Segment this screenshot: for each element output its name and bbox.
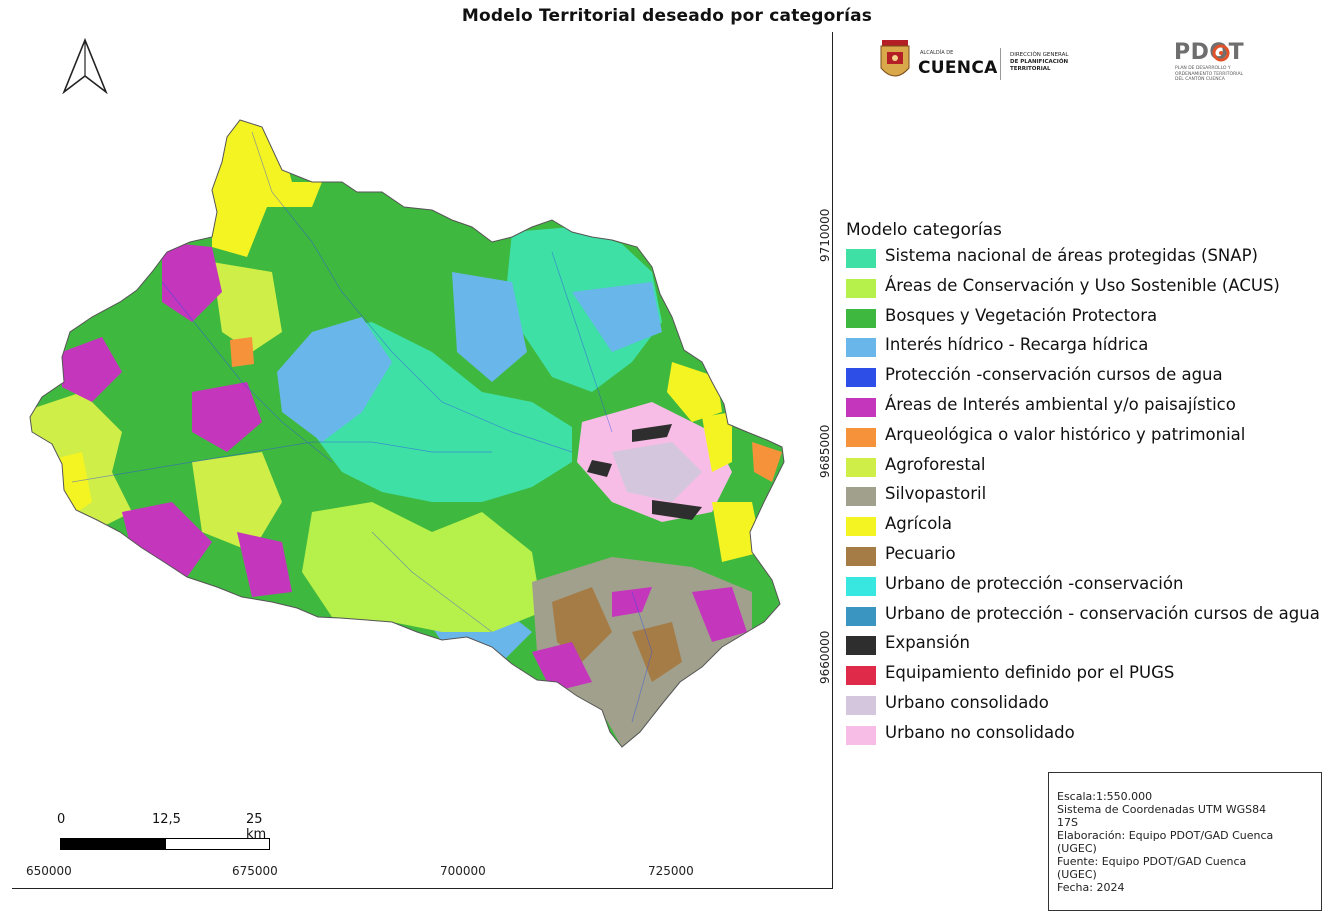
legend-swatch xyxy=(846,636,876,656)
info-line: 17S xyxy=(1057,816,1078,829)
legend-swatch xyxy=(846,576,876,596)
legend-swatch xyxy=(846,606,876,626)
y-tick-label: 9685000 xyxy=(818,424,832,478)
legend-swatch xyxy=(846,278,876,298)
legend-swatch xyxy=(846,517,876,537)
legend-swatch xyxy=(846,338,876,358)
x-tick-label: 700000 xyxy=(440,864,486,878)
legend-label: Urbano no consolidado xyxy=(885,722,1075,742)
legend-swatch xyxy=(846,546,876,566)
legend-title: Modelo categorías xyxy=(846,220,1002,240)
legend-label: Sistema nacional de áreas protegidas (SN… xyxy=(885,246,1258,265)
legend-item: Protección -conservación cursos de agua xyxy=(846,363,1332,393)
legend-label: Bosques y Vegetación Protectora xyxy=(885,305,1158,325)
legend-swatch xyxy=(846,695,876,715)
scale-bar-light xyxy=(165,838,270,850)
legend-label: Pecuario xyxy=(885,543,956,563)
legend-swatch xyxy=(846,487,876,507)
legend-item: Urbano consolidado xyxy=(846,691,1332,721)
legend-label: Silvopastoril xyxy=(885,484,987,504)
legend-item: Bosques y Vegetación Protectora xyxy=(846,304,1332,334)
legend-item: Pecuario xyxy=(846,542,1332,572)
logo-direccion-line: TERRITORIAL xyxy=(1010,66,1051,72)
legend-item: Arqueológica o valor histórico y patrimo… xyxy=(846,423,1332,453)
info-line: Fuente: Equipo PDOT/GAD Cuenca xyxy=(1057,855,1247,868)
scale-label: 12,5 xyxy=(152,812,181,827)
legend-item: Sistema nacional de áreas protegidas (SN… xyxy=(846,244,1332,274)
legend-swatch xyxy=(846,368,876,388)
legend-label: Agrícola xyxy=(885,514,952,534)
logo-pdot-line: PLAN DE DESARROLLO Y xyxy=(1175,66,1231,71)
legend-item: Agrícola xyxy=(846,512,1332,542)
legend-label: Arqueológica o valor histórico y patrimo… xyxy=(885,424,1246,444)
legend-item: Urbano de protección -conservación xyxy=(846,572,1332,602)
logo-header: ALCALDÍA DE CUENCA DIRECCIÓN GENERAL DE … xyxy=(876,38,1276,88)
legend-swatch xyxy=(846,457,876,477)
legend-item: Silvopastoril xyxy=(846,482,1332,512)
y-tick-label: 9710000 xyxy=(818,208,832,262)
legend-label: Expansión xyxy=(885,633,970,653)
north-arrow-icon xyxy=(62,38,108,94)
legend-label: Interés hídrico - Recarga hídrica xyxy=(885,335,1149,355)
legend-swatch xyxy=(846,249,876,268)
legend-item: Urbano de protección - conservación curs… xyxy=(846,602,1332,632)
logo-alcaldia-text: ALCALDÍA DE xyxy=(920,50,954,56)
logo-direccion-line: DIRECCIÓN GENERAL xyxy=(1010,52,1069,58)
legend-label: Agroforestal xyxy=(885,454,986,474)
map-legend: Modelo categorías Sistema nacional de ár… xyxy=(846,220,1332,751)
y-tick-label: 9660000 xyxy=(818,630,832,684)
x-tick-label: 675000 xyxy=(232,864,278,878)
info-line: Elaboración: Equipo PDOT/GAD Cuenca xyxy=(1057,829,1274,842)
legend-item: Urbano no consolidado xyxy=(846,721,1332,751)
x-tick-label: 650000 xyxy=(26,864,72,878)
map-title: Modelo Territorial deseado por categoría… xyxy=(461,6,873,26)
info-line: Sistema de Coordenadas UTM WGS84 xyxy=(1057,803,1267,816)
cuenca-crest-icon xyxy=(880,40,910,77)
legend-swatch xyxy=(846,666,876,686)
logo-direccion-text: DIRECCIÓN GENERAL DE PLANIFICACIÓN TERRI… xyxy=(1010,52,1090,73)
legend-label: Áreas de Interés ambiental y/o paisajíst… xyxy=(885,394,1236,414)
legend-item: Interés hídrico - Recarga hídrica xyxy=(846,333,1332,363)
scale-label: 0 xyxy=(57,812,66,827)
territory-map xyxy=(29,119,785,748)
logo-direccion-line: DE PLANIFICACIÓN xyxy=(1010,59,1069,65)
legend-swatch xyxy=(846,427,876,447)
legend-label: Urbano de protección -conservación xyxy=(885,573,1184,593)
logo-cuenca-text: CUENCA xyxy=(918,58,998,78)
logo-pdot-line: ORDENAMIENTO TERRITORIAL xyxy=(1175,71,1244,77)
logo-divider xyxy=(1000,48,1001,80)
legend-label: Urbano consolidado xyxy=(885,692,1049,712)
x-tick-label: 725000 xyxy=(648,864,694,878)
scale-bar: 0 12,5 25 km xyxy=(57,812,280,872)
legend-item: Expansión xyxy=(846,631,1332,661)
pdot-target-icon xyxy=(1212,44,1230,62)
legend-item: Áreas de Interés ambiental y/o paisajíst… xyxy=(846,393,1332,423)
map-frame-right xyxy=(832,32,833,889)
info-line: Fecha: 2024 xyxy=(1057,881,1125,894)
legend-label: Urbano de protección - conservación curs… xyxy=(885,603,1320,623)
info-line: (UGEC) xyxy=(1057,842,1097,855)
map-info-box: Escala:1:550.000 Sistema de Coordenadas … xyxy=(1048,772,1322,911)
legend-swatch xyxy=(846,725,876,745)
legend-label: Áreas de Conservación y Uso Sostenible (… xyxy=(885,275,1280,295)
legend-item: Agroforestal xyxy=(846,453,1332,483)
legend-item: Áreas de Conservación y Uso Sostenible (… xyxy=(846,274,1332,304)
scale-bar-dark xyxy=(60,838,166,850)
legend-label: Protección -conservación cursos de agua xyxy=(885,365,1223,385)
logo-pdot-text: PDOT xyxy=(1174,40,1245,65)
legend-swatch xyxy=(846,308,876,328)
legend-label: Equipamiento definido por el PUGS xyxy=(885,663,1175,683)
legend-swatch xyxy=(846,397,876,417)
legend-item: Equipamiento definido por el PUGS xyxy=(846,661,1332,691)
info-line: Escala:1:550.000 xyxy=(1057,790,1153,803)
logo-pdot-line: DEL CANTÓN CUENCA xyxy=(1175,77,1225,82)
logo-pdot-subtitle: PLAN DE DESARROLLO Y ORDENAMIENTO TERRIT… xyxy=(1175,66,1265,83)
info-line: (UGEC) xyxy=(1057,868,1097,881)
map-frame-bottom xyxy=(12,888,833,889)
